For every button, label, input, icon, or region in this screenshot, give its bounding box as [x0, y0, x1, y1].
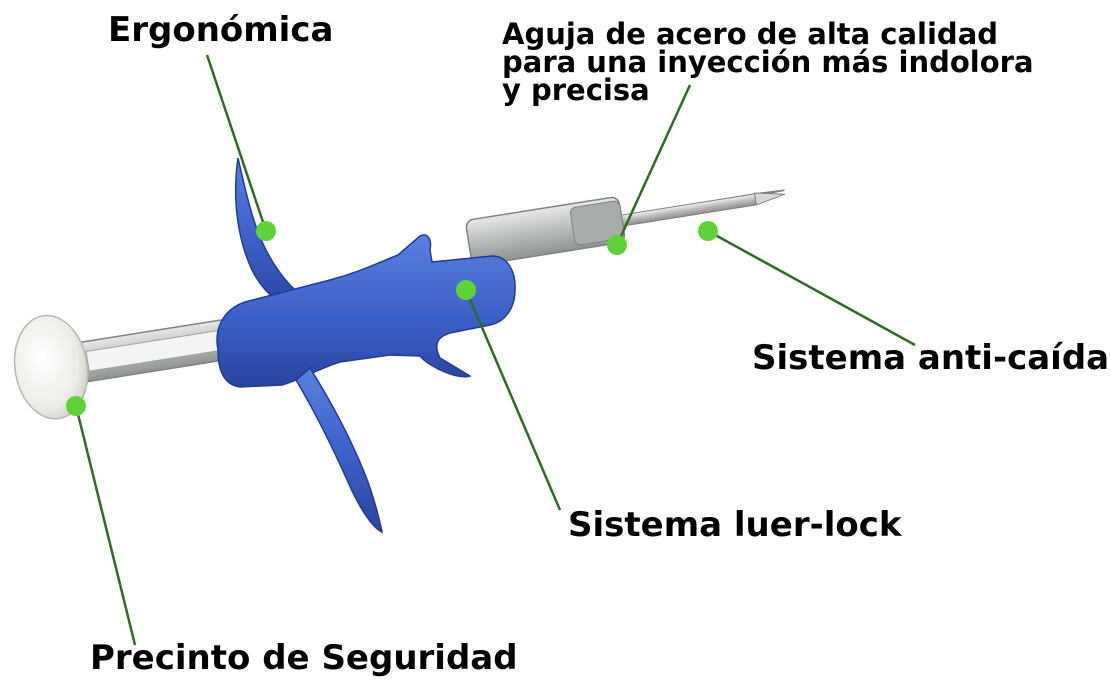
label-anti-caida: Sistema anti-caída — [752, 338, 1110, 378]
marker-aguja — [607, 235, 627, 255]
syringe-body-group — [13, 189, 786, 420]
leader-luer-lock — [464, 289, 562, 511]
marker-ergonomica — [256, 221, 276, 241]
plunger-cap — [13, 314, 89, 420]
label-aguja-line-1: Aguja de acero de alta calidad — [502, 17, 999, 51]
leader-lines — [74, 54, 916, 646]
label-aguja-line-3: y precisa — [502, 73, 650, 107]
leader-ergonomica — [205, 54, 268, 232]
label-ergonomica: Ergonómica — [108, 10, 334, 50]
label-aguja: Aguja de acero de alta calidad para una … — [502, 17, 1034, 107]
marker-luer-lock — [456, 280, 476, 300]
leader-anti-caida — [707, 229, 916, 347]
label-aguja-line-2: para una inyección más indolora — [502, 45, 1034, 79]
leader-precinto — [74, 405, 137, 646]
leader-aguja — [615, 84, 692, 246]
marker-anti-caida — [698, 221, 718, 241]
luer-hub — [465, 196, 626, 266]
blue-grip — [216, 157, 516, 534]
label-luer-lock: Sistema luer-lock — [568, 505, 902, 545]
marker-precinto — [66, 396, 86, 416]
label-precinto: Precinto de Seguridad — [90, 638, 518, 678]
needle — [615, 189, 786, 228]
markers — [66, 221, 718, 416]
